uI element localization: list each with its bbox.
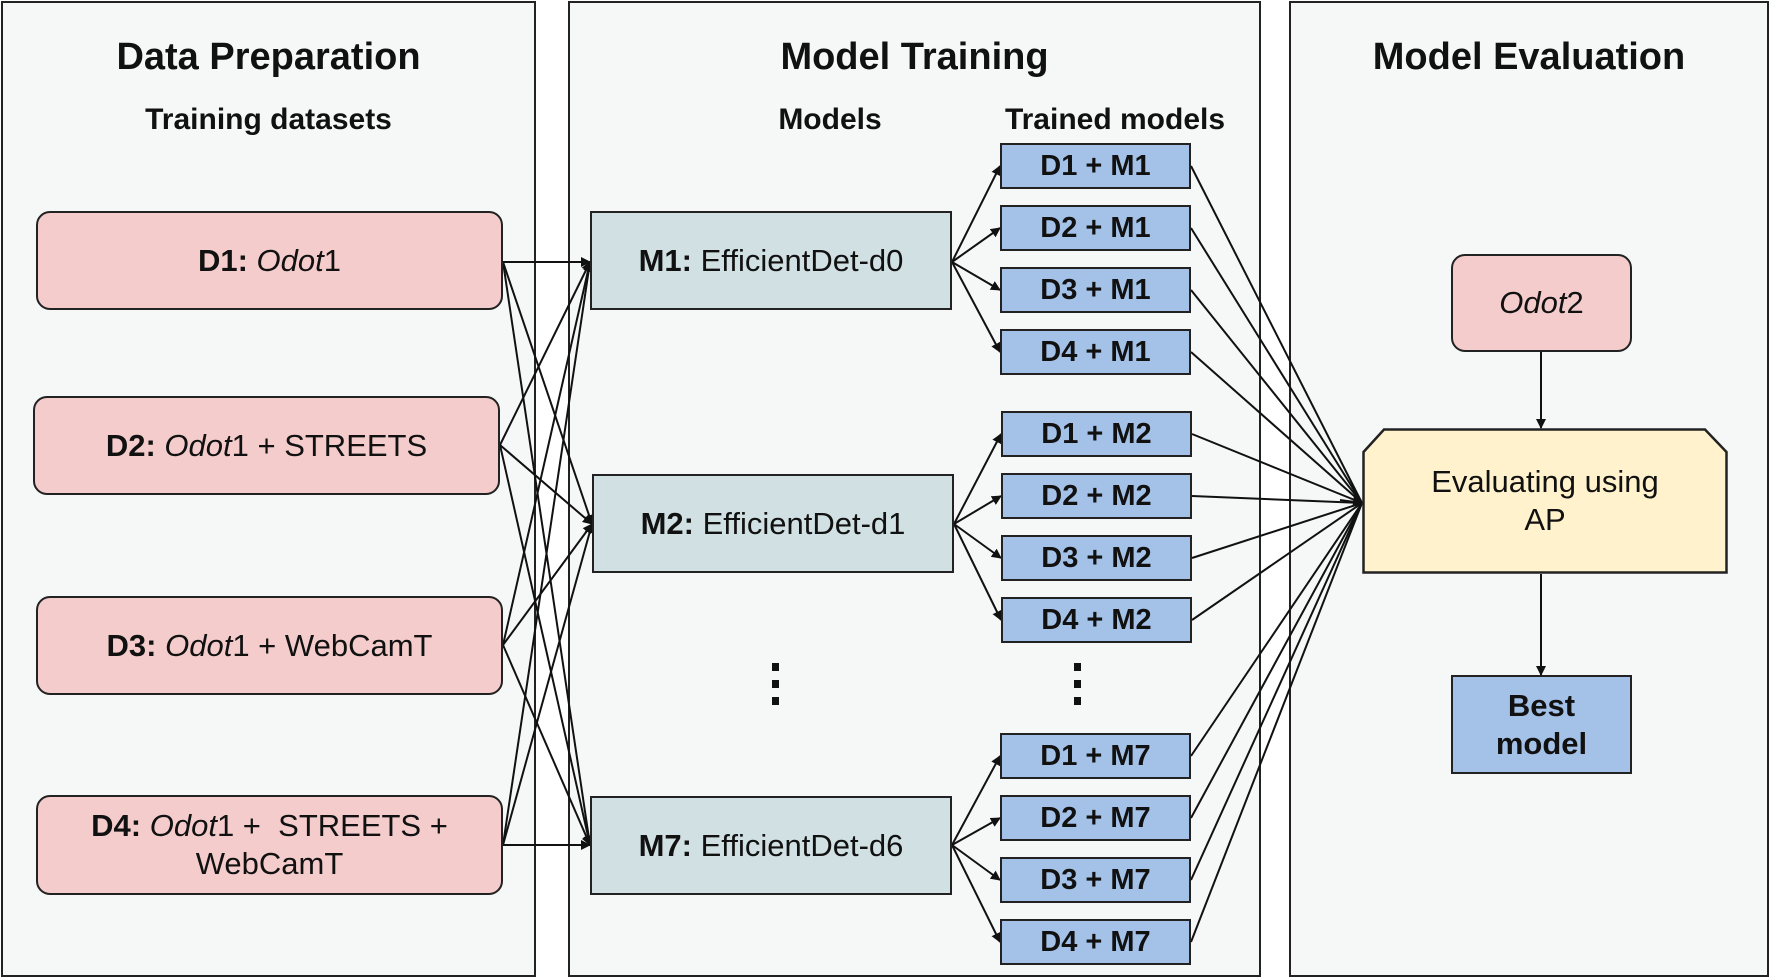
trained-models-header: Trained models — [1004, 103, 1226, 136]
best-line1: Best — [1507, 687, 1576, 723]
model-name: EfficientDet-d1 — [702, 505, 906, 541]
dataset-d3: D3: Odot1 + WebCamT — [36, 596, 503, 695]
dataset-suffix: 1 + STREETS + — [216, 808, 448, 843]
dataset-d1: D1: Odot1 — [36, 211, 503, 310]
evaluator-shape — [1362, 428, 1728, 574]
trained-label: D3 + M2 — [1041, 542, 1152, 574]
dataset-d4: D4: Odot1 + STREETS +WebCamT — [36, 795, 503, 895]
trained-d1-m7: D1 + M7 — [1000, 733, 1191, 779]
trained-d1-m1: D1 + M1 — [1000, 143, 1191, 189]
dataset-name: Odot — [256, 242, 324, 278]
trained-label: D2 + M1 — [1040, 212, 1151, 244]
test-dataset-odot2: Odot2 — [1451, 254, 1632, 352]
model-name: EfficientDet-d6 — [700, 827, 904, 863]
dataset-name: Odot — [1499, 285, 1567, 320]
panel-title: Data Preparation — [116, 36, 421, 78]
best-line2: model — [1495, 725, 1588, 761]
trained-label: D1 + M7 — [1040, 740, 1151, 772]
panel-title: Model Evaluation — [1372, 36, 1686, 78]
evaluator-line1: Evaluating using — [1431, 464, 1659, 499]
dataset-d2: D2: Odot1 + STREETS — [33, 396, 500, 495]
trained-d4-m2: D4 + M2 — [1001, 597, 1192, 643]
trained-label: D2 + M7 — [1040, 802, 1151, 834]
trained-label: D4 + M7 — [1040, 926, 1151, 958]
trained-d2-m7: D2 + M7 — [1000, 795, 1191, 841]
dataset-suffix: 2 — [1566, 285, 1584, 320]
model-m7: M7: EfficientDet-d6 — [590, 796, 952, 895]
trained-d4-m7: D4 + M7 — [1000, 919, 1191, 965]
ellipsis-trained — [1074, 663, 1082, 714]
trained-label: D2 + M2 — [1041, 480, 1152, 512]
trained-d3-m1: D3 + M1 — [1000, 267, 1191, 313]
model-m1: M1: EfficientDet-d0 — [590, 211, 952, 310]
trained-label: D3 + M1 — [1040, 274, 1151, 306]
trained-label: D1 + M2 — [1041, 418, 1152, 450]
evaluator-line2: AP — [1524, 502, 1566, 537]
trained-label: D4 + M1 — [1040, 336, 1151, 368]
ellipsis-models — [772, 663, 780, 714]
trained-d4-m1: D4 + M1 — [1000, 329, 1191, 375]
dataset-suffix: 1 + WebCamT — [232, 627, 433, 663]
model-id: M7: — [638, 827, 692, 863]
dataset-suffix: 1 — [323, 242, 342, 278]
dataset-id: D2: — [105, 427, 156, 463]
model-name: EfficientDet-d0 — [700, 242, 904, 278]
dataset-name: Odot — [164, 427, 232, 463]
trained-d3-m7: D3 + M7 — [1000, 857, 1191, 903]
dataset-name: Odot — [165, 627, 233, 663]
dataset-suffix: 1 + STREETS — [231, 427, 428, 463]
trained-d3-m2: D3 + M2 — [1001, 535, 1192, 581]
trained-label: D1 + M1 — [1040, 150, 1151, 182]
training-datasets-header: Training datasets — [145, 103, 392, 136]
model-id: M1: — [638, 242, 692, 278]
dataset-name: Odot — [149, 808, 217, 843]
panel-title: Model Training — [780, 36, 1049, 78]
dataset-suffix-line2: WebCamT — [195, 846, 344, 881]
model-id: M2: — [640, 505, 694, 541]
trained-d1-m2: D1 + M2 — [1001, 411, 1192, 457]
trained-d2-m2: D2 + M2 — [1001, 473, 1192, 519]
dataset-id: D3: — [106, 627, 157, 663]
dataset-id: D4: — [91, 808, 142, 843]
trained-label: D3 + M7 — [1040, 864, 1151, 896]
model-m2: M2: EfficientDet-d1 — [592, 474, 954, 573]
trained-label: D4 + M2 — [1041, 604, 1152, 636]
dataset-id: D1: — [197, 242, 248, 278]
models-header: Models — [778, 103, 882, 136]
trained-d2-m1: D2 + M1 — [1000, 205, 1191, 251]
